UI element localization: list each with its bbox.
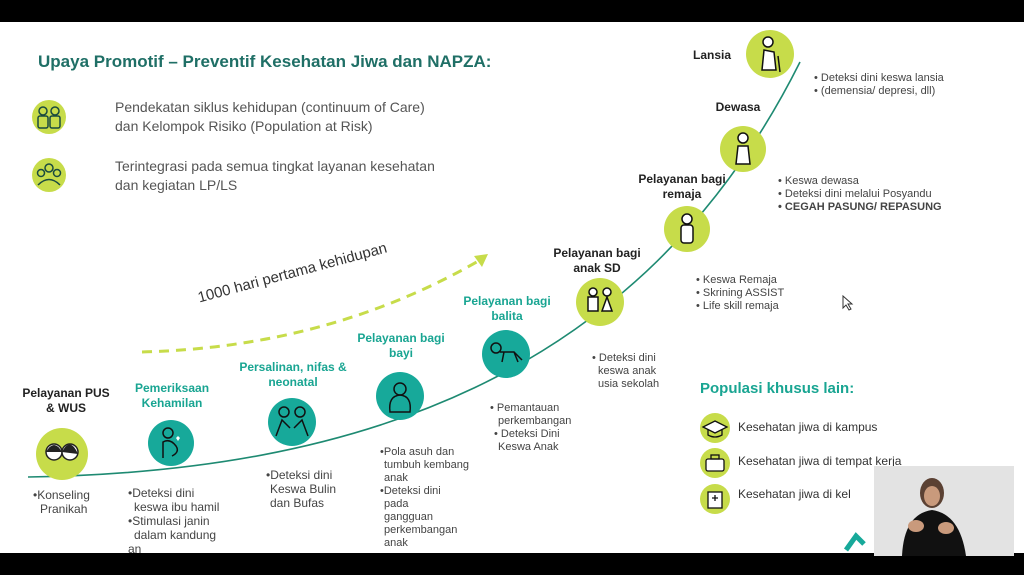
bullet-text: •Deteksi dini xyxy=(380,485,441,497)
stage-label-pus-wus: Pelayanan PUS & WUS xyxy=(22,386,110,415)
bullet-text: •Deteksi dini xyxy=(128,486,195,500)
group-icon xyxy=(32,158,66,192)
populasi-item-kampus: Kesehatan jiwa di kampus xyxy=(738,420,878,434)
stage-bullets-lansia: • Deteksi dini keswa lansia • (demensia/… xyxy=(814,72,944,98)
bullet-text: •Stimulasi janin xyxy=(128,514,210,528)
bullet-text: • Deteksi Dini xyxy=(494,428,560,440)
bullet-text: •Konseling xyxy=(33,488,90,502)
stage-bullets-kehamilan: •Deteksi dini keswa ibu hamil •Stimulasi… xyxy=(128,486,219,553)
stage-bullets-dewasa: • Keswa dewasa • Deteksi dini melalui Po… xyxy=(778,175,942,214)
bullet-text: gangguan xyxy=(384,511,433,523)
intro-item-integration: Terintegrasi pada semua tingkat layanan … xyxy=(115,157,435,195)
stage-label-anak-sd: Pelayanan bagi anak SD xyxy=(553,246,641,275)
bullet-text: dalam kandung xyxy=(134,528,217,542)
stage-label-balita: Pelayanan bagi balita xyxy=(463,294,551,323)
bullet-text: perkembangan xyxy=(384,524,458,536)
bullet-text: an xyxy=(128,542,142,553)
stage-bullets-remaja: • Keswa Remaja • Skrining ASSIST • Life … xyxy=(696,274,784,313)
bullet-text: anak xyxy=(384,537,408,549)
stage-bullets-pus-wus: •Konseling Pranikah xyxy=(33,488,90,516)
bullet-text: •Deteksi dini xyxy=(266,468,333,482)
hospital-icon xyxy=(700,484,730,514)
briefcase-icon xyxy=(700,448,730,478)
intro-line: dan kegiatan LP/LS xyxy=(115,177,238,193)
graduation-cap-icon xyxy=(700,413,730,443)
populasi-item-keluarga: Kesehatan jiwa di kel xyxy=(738,487,851,501)
stage-label-kehamilan: Pemeriksaan Kehamilan xyxy=(134,381,210,410)
bullet-text: • Deteksi dini xyxy=(592,352,656,364)
pregnant-woman-icon xyxy=(148,420,194,466)
baby-icon xyxy=(376,372,424,420)
stage-bullets-anak-sd: • Deteksi dini keswa anak usia sekolah xyxy=(592,352,659,391)
populasi-title: Populasi khusus lain: xyxy=(700,380,855,397)
bullet-text: tumbuh kembang xyxy=(384,459,469,471)
mother-baby-icon xyxy=(268,398,316,446)
presentation-slide: Upaya Promotif – Preventif Kesehatan Jiw… xyxy=(0,22,1024,553)
intro-line: Pendekatan siklus kehidupan (continuum o… xyxy=(115,99,425,115)
bullet-text: • Keswa Remaja xyxy=(696,274,777,286)
stage-label-lansia: Lansia xyxy=(692,48,731,62)
elderly-person-icon xyxy=(746,30,794,78)
bullet-text: • (demensia/ depresi, dll) xyxy=(814,85,936,97)
bullet-text: • CEGAH PASUNG/ REPASUNG xyxy=(778,201,942,213)
bullet-text: keswa anak xyxy=(598,365,657,377)
bullet-text: • Life skill remaja xyxy=(696,300,779,312)
stage-bullets-balita: • Pemantauan perkembangan • Deteksi Dini… xyxy=(490,402,571,454)
slide-title: Upaya Promotif – Preventif Kesehatan Jiw… xyxy=(38,52,492,71)
bullet-text: •Pola asuh dan xyxy=(380,446,455,458)
adult-icon xyxy=(720,126,766,172)
couple-icon xyxy=(36,428,88,480)
bullet-text: perkembangan xyxy=(498,415,572,427)
stage-label-persalinan: Persalinan, nifas & neonatal xyxy=(239,360,347,389)
family-icon xyxy=(32,100,66,134)
stage-label-remaja: Pelayanan bagi remaja xyxy=(638,172,726,201)
stage-label-dewasa: Dewasa xyxy=(715,100,761,114)
mouse-pointer-icon xyxy=(842,295,854,311)
bullet-text: • Keswa dewasa xyxy=(778,175,859,187)
stage-label-bayi: Pelayanan bagi bayi xyxy=(357,331,445,360)
bullet-text: Keswa Bulin xyxy=(270,482,337,496)
school-children-icon xyxy=(576,278,624,326)
intro-line: dan Kelompok Risiko (Population at Risk) xyxy=(115,118,373,134)
crawling-toddler-icon xyxy=(482,330,530,378)
teenager-icon xyxy=(664,206,710,252)
life-cycle-curve xyxy=(27,61,801,478)
bullet-text: dan Bufas xyxy=(270,496,325,510)
bullet-text: • Deteksi dini melalui Posyandu xyxy=(778,188,932,200)
bullet-text: Pranikah xyxy=(40,502,88,516)
bullet-text: • Deteksi dini keswa lansia xyxy=(814,72,944,84)
populasi-item-tempat-kerja: Kesehatan jiwa di tempat kerja xyxy=(738,454,902,468)
stage-bullets-bayi: •Pola asuh dan tumbuh kembang anak •Dete… xyxy=(380,446,469,550)
sign-language-interpreter-video[interactable] xyxy=(874,466,1014,556)
bullet-text: usia sekolah xyxy=(598,378,660,390)
intro-item-lifecycle: Pendekatan siklus kehidupan (continuum o… xyxy=(115,98,425,136)
stage-bullets-persalinan: •Deteksi dini Keswa Bulin dan Bufas xyxy=(266,468,336,510)
bullet-text: keswa ibu hamil xyxy=(134,500,220,514)
intro-line: Terintegrasi pada semua tingkat layanan … xyxy=(115,158,435,174)
bullet-text: Keswa Anak xyxy=(498,441,559,453)
bullet-text: • Skrining ASSIST xyxy=(696,287,785,299)
bullet-text: • Pemantauan xyxy=(490,402,560,414)
logo-icon xyxy=(843,532,866,552)
bullet-text: pada xyxy=(384,498,409,510)
bullet-text: anak xyxy=(384,472,408,484)
